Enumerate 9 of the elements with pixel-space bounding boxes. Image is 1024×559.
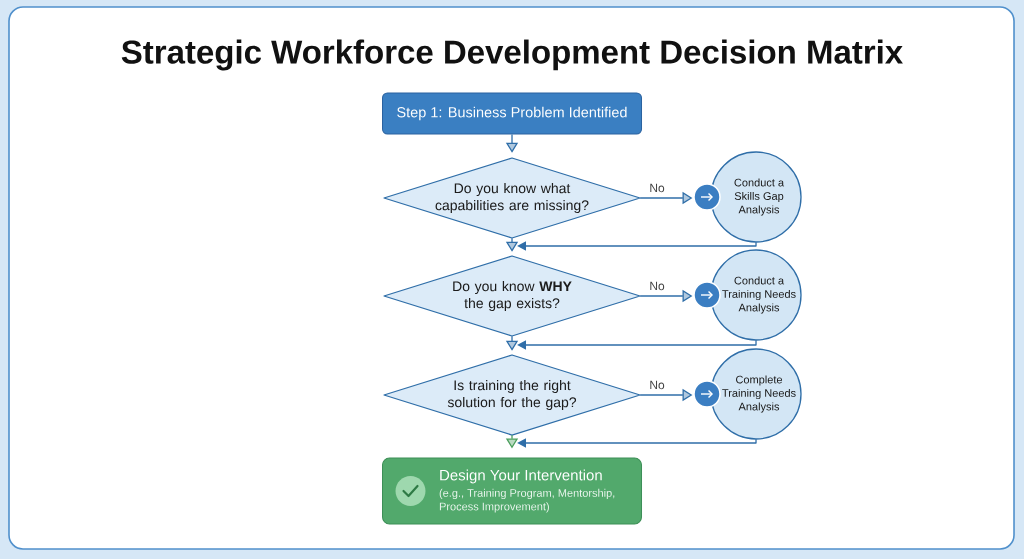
- edge-label: No: [647, 280, 667, 292]
- arrow: [517, 339, 757, 350]
- edge-label: No: [647, 379, 667, 391]
- arrow: [517, 438, 757, 448]
- edge-label: No: [647, 182, 667, 194]
- title: Strategic Workforce Development Decision Matrix: [121, 39, 903, 71]
- result-box: Design Your Intervention (e.g., Training Program, Mentorship, Process Improvement): [382, 457, 642, 525]
- arrow: [517, 241, 757, 251]
- process-box: Step 1: Business Problem Identified: [382, 92, 642, 135]
